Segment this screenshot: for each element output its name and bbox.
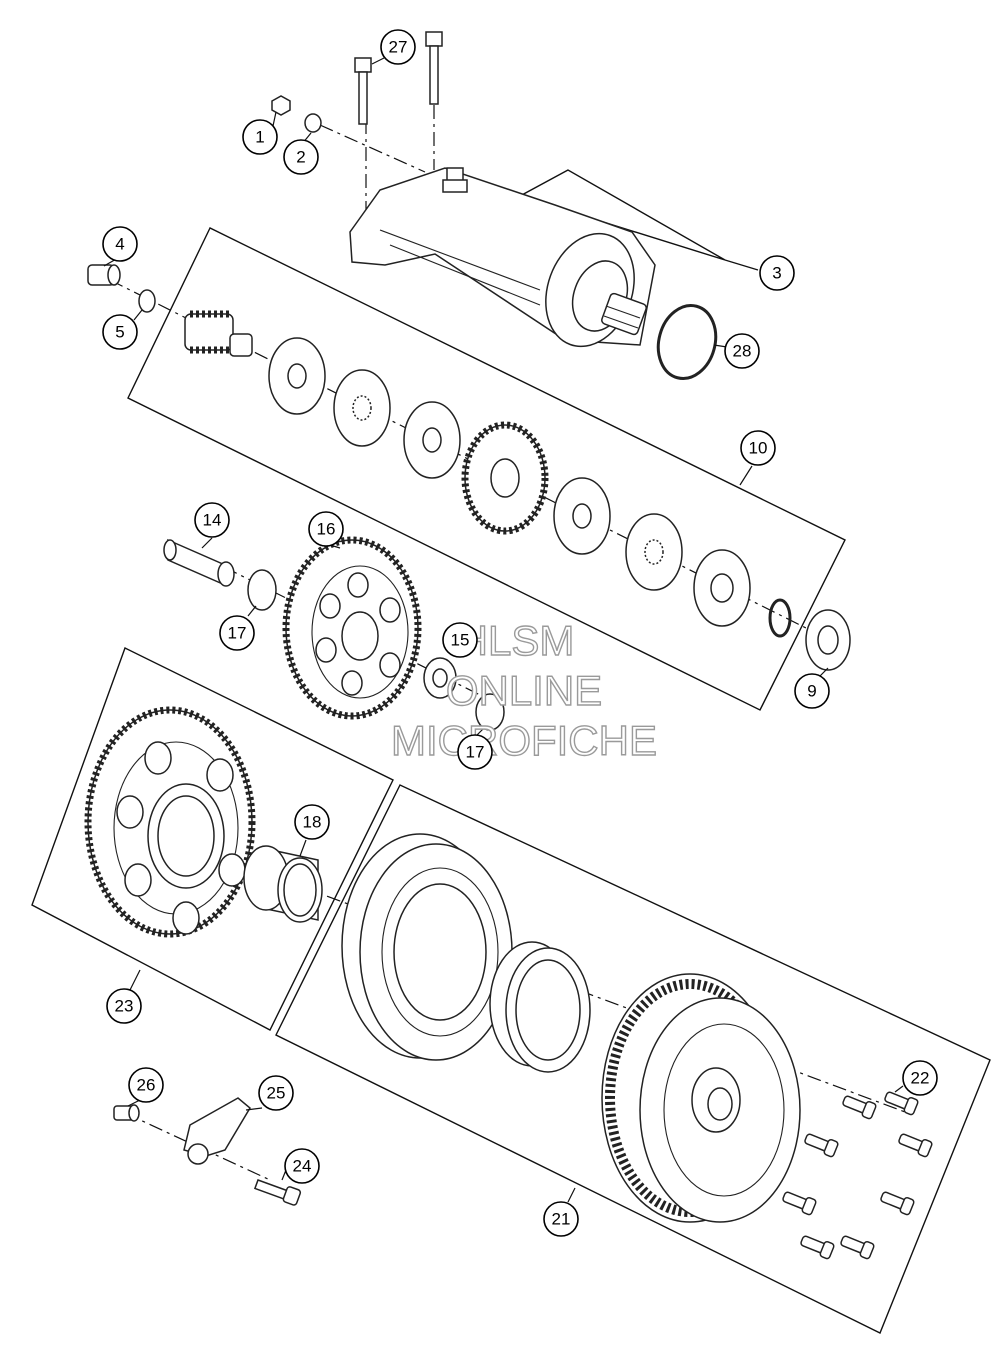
needle-bearing-15 (423, 657, 457, 699)
leader-10 (739, 465, 753, 486)
callout-label: 17 (228, 624, 247, 643)
axis-starter-bolts (319, 124, 426, 173)
nut (271, 95, 291, 116)
washer-5 (138, 289, 156, 313)
thrust-washer-4 (693, 549, 751, 627)
screws-22 (782, 1091, 933, 1260)
callout-28[interactable]: 28 (724, 333, 760, 369)
callout-label: 27 (389, 38, 408, 57)
callout-23[interactable]: 23 (106, 988, 142, 1024)
leader-23 (129, 969, 141, 991)
lock-washer-2 (625, 513, 683, 591)
idler-gear (461, 421, 549, 535)
circlip (768, 598, 792, 638)
callout-label: 16 (317, 520, 336, 539)
freewheel-bushing-18 (243, 845, 323, 923)
callout-label: 26 (137, 1076, 156, 1095)
leader-14 (201, 537, 213, 549)
washer-17-lower (475, 693, 505, 731)
leader-17a (247, 605, 257, 617)
leader-18 (299, 839, 307, 857)
bushing-26 (113, 1104, 140, 1122)
lever-25 (183, 1097, 251, 1165)
callout-9[interactable]: 9 (794, 673, 830, 709)
callout-25[interactable]: 25 (258, 1075, 294, 1111)
callout-label: 28 (733, 342, 752, 361)
thrust-washer-2 (403, 401, 461, 479)
callout-label: 17 (466, 743, 485, 762)
callout-label: 9 (807, 682, 816, 701)
watermark-line-2: ONLINE (446, 667, 602, 714)
callout-label: 3 (772, 264, 781, 283)
callout-label: 14 (203, 511, 222, 530)
bolt-27a (354, 57, 372, 125)
leader-21 (567, 1187, 576, 1203)
leader-1 (272, 111, 277, 127)
callout-17-upper[interactable]: 17 (219, 615, 255, 651)
leader-22 (894, 1085, 904, 1093)
o-ring (656, 304, 718, 380)
callout-14[interactable]: 14 (194, 502, 230, 538)
freewheel-housing (341, 833, 513, 1061)
bolt-27b (425, 31, 443, 105)
callout-24[interactable]: 24 (284, 1148, 320, 1184)
leader-9 (819, 667, 829, 677)
callout-16[interactable]: 16 (308, 511, 344, 547)
group-frame-21 (275, 784, 991, 1334)
leader-3 (724, 259, 759, 271)
washer-small (304, 113, 322, 133)
intermediate-gear (282, 536, 422, 720)
callout-label: 2 (296, 148, 305, 167)
flywheel-rotor (601, 973, 801, 1223)
leader-25 (245, 1107, 263, 1111)
group-frame-10 (127, 227, 846, 711)
callout-1[interactable]: 1 (242, 119, 278, 155)
thrust-washer-1 (268, 337, 326, 415)
callout-15[interactable]: 15 (442, 622, 478, 658)
callout-5[interactable]: 5 (102, 314, 138, 350)
callout-22[interactable]: 22 (902, 1060, 938, 1096)
thrust-washer-3 (553, 477, 611, 555)
callout-label: 5 (115, 323, 124, 342)
callout-label: 1 (255, 128, 264, 147)
freewheel-gear (84, 706, 256, 938)
leader-26 (127, 1099, 141, 1107)
leader-5 (133, 309, 143, 321)
group-frame-23 (31, 647, 394, 1031)
callout-2[interactable]: 2 (283, 139, 319, 175)
callout-26[interactable]: 26 (128, 1067, 164, 1103)
callout-10[interactable]: 10 (740, 430, 776, 466)
ball-bearing (805, 609, 851, 671)
callout-label: 24 (293, 1157, 312, 1176)
callout-label: 15 (451, 631, 470, 650)
bushing-4 (87, 264, 121, 286)
shaft-14 (163, 538, 235, 587)
starter-motor (349, 167, 656, 348)
callout-17-lower[interactable]: 17 (457, 734, 493, 770)
callout-27[interactable]: 27 (380, 29, 416, 65)
callout-label: 10 (749, 439, 768, 458)
freewheel-ring (489, 941, 591, 1073)
washer-17-upper (247, 569, 277, 611)
callout-21[interactable]: 21 (543, 1201, 579, 1237)
leader-27 (371, 57, 385, 65)
callout-label: 22 (911, 1069, 930, 1088)
callout-label: 25 (267, 1084, 286, 1103)
callout-18[interactable]: 18 (294, 804, 330, 840)
callout-label: 4 (115, 235, 124, 254)
callout-label: 23 (115, 997, 134, 1016)
bolt-24 (253, 1179, 302, 1206)
watermark-line-3: MICROFICHE (391, 717, 657, 764)
callout-label: 21 (552, 1210, 571, 1229)
callout-4[interactable]: 4 (102, 226, 138, 262)
pinion-gear (184, 310, 253, 357)
callout-3[interactable]: 3 (759, 255, 795, 291)
callout-label: 18 (303, 813, 322, 832)
lock-washer-1 (333, 369, 391, 447)
